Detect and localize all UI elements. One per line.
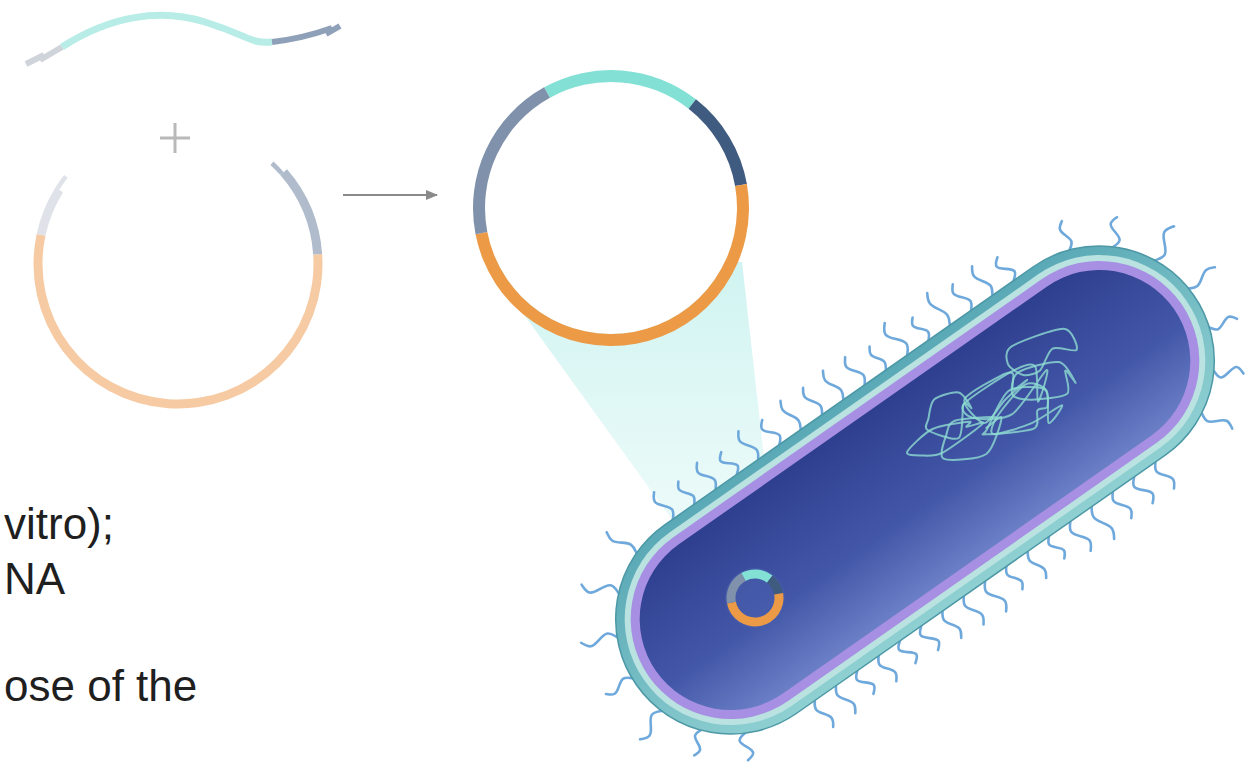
flagellum (939, 609, 964, 640)
sticky-end (26, 47, 62, 64)
flagellum (833, 683, 859, 715)
inner-membrane (591, 222, 1238, 759)
insert-end (272, 26, 340, 42)
slide-text: NA (4, 555, 65, 603)
flagellum (684, 730, 710, 756)
flagellum (734, 733, 758, 760)
flagellum (1109, 489, 1135, 521)
flagellum (606, 525, 637, 561)
recombinant-plasmid (473, 70, 749, 346)
dna-fragment (26, 15, 340, 64)
plasmid-segment (741, 570, 772, 583)
chromosome (1004, 348, 1079, 420)
flagellum (735, 429, 762, 462)
slide-text: ose of the (4, 662, 197, 710)
flagellum (675, 479, 697, 506)
flagellum (969, 264, 996, 298)
chromosome (980, 374, 1066, 454)
plasmid-segment (544, 70, 696, 109)
open-plasmid (34, 162, 323, 409)
flagellum (1045, 534, 1068, 561)
flagellum (693, 460, 719, 492)
flagellum (1066, 519, 1095, 554)
flagellum (800, 385, 825, 417)
process-arrow (343, 194, 437, 196)
plasmid-segment (37, 187, 63, 235)
flagellum (960, 594, 987, 627)
plasmid-segment (270, 162, 283, 175)
plasmid-segment (476, 184, 749, 346)
flagellum (650, 489, 677, 521)
flagellum (632, 709, 669, 742)
flagellum (1214, 358, 1244, 387)
cytoplasm (604, 234, 1226, 746)
flagellum (581, 624, 617, 656)
flagellum (981, 578, 1010, 614)
flagellum (778, 399, 804, 432)
plasmid-segment (280, 169, 322, 254)
plus-sign (160, 123, 190, 153)
bacterium (523, 149, 1249, 763)
plasmid-segment (473, 87, 550, 234)
flagellum (867, 345, 889, 372)
flagellum (1003, 564, 1025, 591)
insert-gene (62, 15, 272, 47)
slide-text: vitro); (4, 500, 114, 548)
flagellum (1144, 225, 1184, 262)
plasmid-segment (34, 234, 323, 409)
chromosome (961, 362, 1033, 426)
plasmid-segment (767, 576, 783, 595)
flagellum (1025, 549, 1049, 580)
chromosome (960, 353, 1060, 440)
flagellum (924, 291, 953, 328)
flagellum (1088, 504, 1117, 541)
flagellum (1152, 459, 1178, 491)
flagellum (1209, 311, 1237, 334)
cell-wall (571, 201, 1249, 763)
flagellum (1186, 265, 1218, 291)
flagellum (820, 369, 846, 402)
flagellum (909, 315, 932, 343)
cell-plasmid (725, 568, 785, 628)
flagellum (949, 281, 975, 313)
flagellum (604, 674, 633, 698)
flagellum (880, 320, 912, 359)
flagellum (1201, 403, 1233, 438)
flagellum (1101, 217, 1130, 247)
chromosome (929, 397, 1014, 476)
flagellum (1054, 221, 1078, 250)
plasmid-segment (727, 573, 746, 603)
flagellum (758, 417, 784, 448)
flagellum (811, 698, 836, 729)
outer-membrane (583, 213, 1247, 763)
plasmid-segment (689, 99, 747, 186)
flagellum (582, 570, 619, 608)
plasmid-segment (55, 175, 67, 190)
flagellum (841, 355, 868, 388)
flagellum (1130, 474, 1158, 507)
flagellum (875, 653, 900, 683)
